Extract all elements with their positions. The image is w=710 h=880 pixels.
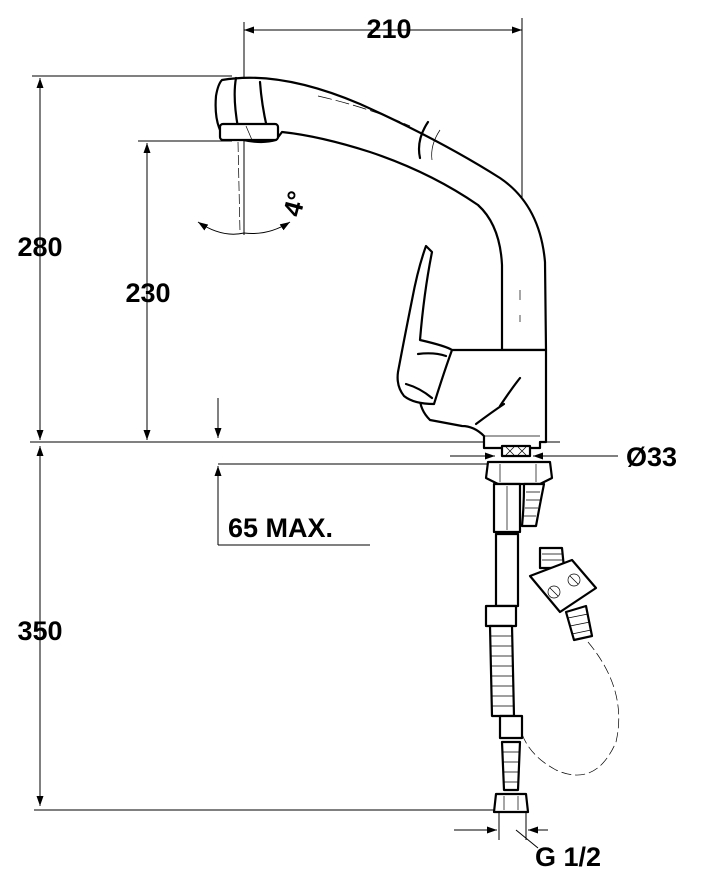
label-280: 280 xyxy=(17,232,62,262)
dimension-thread: G 1/2 xyxy=(454,812,601,872)
label-thread: G 1/2 xyxy=(535,842,601,872)
flexible-hose xyxy=(488,624,530,814)
dimension-diameter-33: Ø33 xyxy=(450,442,677,472)
dimension-tilt-angle: 4° xyxy=(197,141,312,235)
hose-weight xyxy=(521,546,620,776)
mounting-hardware xyxy=(484,444,554,628)
faucet-spout xyxy=(214,76,548,352)
dimension-210: 210 xyxy=(243,14,523,345)
label-230: 230 xyxy=(125,278,170,308)
label-diameter-33: Ø33 xyxy=(626,442,677,472)
dimension-230: 230 xyxy=(125,140,232,440)
dimension-350: 350 xyxy=(17,446,498,811)
label-350: 350 xyxy=(17,616,62,646)
dimension-65-max: 65 MAX. xyxy=(214,398,500,546)
label-210: 210 xyxy=(366,14,411,44)
label-65-max: 65 MAX. xyxy=(228,513,333,543)
dimension-280: 280 xyxy=(17,75,232,440)
label-tilt-angle: 4° xyxy=(277,188,312,220)
